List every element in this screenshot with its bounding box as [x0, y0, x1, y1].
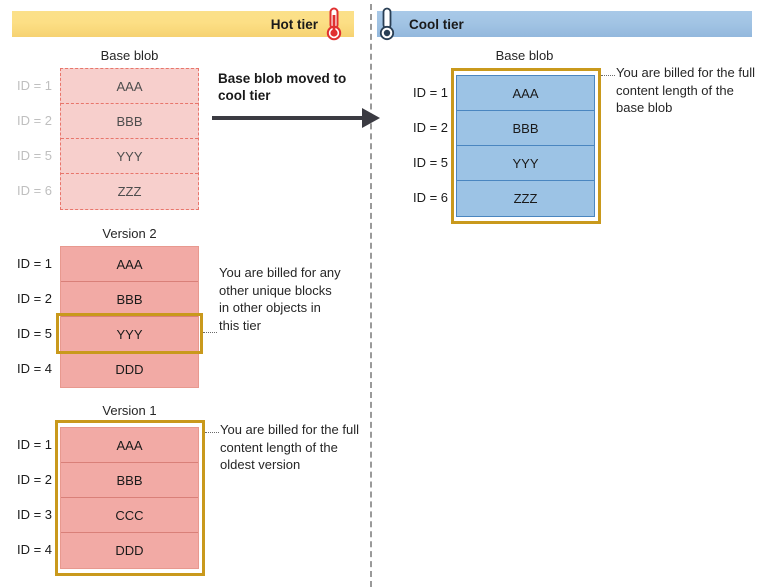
row-id-label: ID = 2 [16, 291, 52, 306]
cool-base-blob-annotation: You are billed for the full content leng… [616, 65, 756, 115]
row-id-label: ID = 1 [16, 437, 52, 452]
version-2-annotation: You are billed for any other unique bloc… [219, 265, 341, 333]
row-id-label: ID = 1 [412, 85, 448, 100]
table-row: AAA [61, 69, 198, 104]
row-id-label: ID = 2 [412, 120, 448, 135]
table-row: AAA [61, 428, 198, 463]
hot-base-blob-table: AAA BBB YYY ZZZ [60, 68, 199, 210]
hot-tier-label: Hot tier [270, 16, 318, 32]
version-1-title: Version 1 [102, 403, 157, 418]
table-row: CCC [61, 498, 198, 533]
row-id-label: ID = 1 [16, 78, 52, 93]
table-row: BBB [61, 104, 198, 139]
row-id-label: ID = 5 [412, 155, 448, 170]
tier-divider [370, 4, 372, 587]
table-row: BBB [457, 111, 594, 146]
table-row: ZZZ [513, 191, 538, 206]
row-id-label: ID = 6 [16, 183, 52, 198]
table-row: AAA [457, 76, 594, 111]
version-1-id-column: ID = 1 ID = 2 ID = 3 ID = 4 [2, 427, 52, 567]
cool-base-blob-table: AAA BBB YYY ZZZ [456, 75, 595, 217]
version-2-id-column: ID = 1 ID = 2 ID = 5 ID = 4 [2, 246, 52, 386]
table-row: YYY [61, 139, 198, 174]
thermometer-hot-icon [326, 7, 342, 41]
hot-base-blob-id-column: ID = 1 ID = 2 ID = 5 ID = 6 [2, 68, 52, 208]
table-row: DDD [115, 362, 144, 377]
row-id-label: ID = 3 [16, 507, 52, 522]
cool-tier-banner: Cool tier [377, 11, 752, 37]
hot-base-blob-title: Base blob [100, 48, 159, 63]
version-1-table: AAA BBB CCC DDD [60, 427, 199, 569]
row-id-label: ID = 5 [16, 148, 52, 163]
row-id-label: ID = 4 [16, 542, 52, 557]
row-id-label: ID = 6 [412, 190, 448, 205]
table-row: AAA [61, 247, 198, 282]
cool-base-blob-id-column: ID = 1 ID = 2 ID = 5 ID = 6 [396, 75, 448, 215]
row-id-label: ID = 2 [16, 472, 52, 487]
table-row: YYY [61, 317, 198, 352]
row-id-label: ID = 2 [16, 113, 52, 128]
hot-tier-banner: Hot tier [12, 11, 354, 37]
cool-base-blob-title: Base blob [495, 48, 554, 63]
version-2-leader-line [203, 332, 217, 333]
table-row: YYY [457, 146, 594, 181]
row-id-label: ID = 1 [16, 256, 52, 271]
table-row: BBB [61, 463, 198, 498]
table-row: BBB [61, 282, 198, 317]
table-row: DDD [115, 543, 144, 558]
version-1-leader-line [205, 432, 219, 433]
table-row: ZZZ [117, 184, 142, 199]
arrow-right-icon [212, 108, 380, 128]
cool-tier-label: Cool tier [409, 16, 464, 32]
transition-caption: Base blob moved to cool tier [218, 71, 347, 103]
cool-base-blob-leader-line [601, 75, 615, 76]
version-1-annotation: You are billed for the full content leng… [220, 422, 360, 472]
thermometer-cool-icon [379, 7, 395, 41]
row-id-label: ID = 4 [16, 361, 52, 376]
row-id-label: ID = 5 [16, 326, 52, 341]
version-2-table: AAA BBB YYY DDD [60, 246, 199, 388]
version-2-title: Version 2 [102, 226, 157, 241]
